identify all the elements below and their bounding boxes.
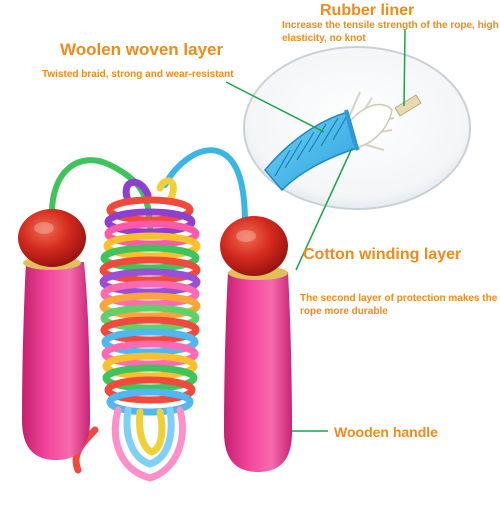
wooden-handle-title: Wooden handle bbox=[334, 424, 438, 440]
right-handle bbox=[220, 216, 292, 472]
cotton-layer-description: The second layer of protection makes the… bbox=[300, 293, 498, 317]
rubber-liner-title: Rubber liner bbox=[320, 2, 415, 19]
rubber-liner-description: Increase the tensile strength of the rop… bbox=[282, 20, 499, 44]
woolen-layer-description: Twisted braid, strong and wear-resistant bbox=[42, 69, 234, 80]
coiled-rope bbox=[72, 177, 201, 482]
left-handle bbox=[18, 209, 90, 460]
woolen-layer-title: Woolen woven layer bbox=[60, 40, 224, 59]
cotton-layer-title: Cotton winding layer bbox=[303, 246, 462, 263]
rope-cross-section-magnifier bbox=[243, 46, 471, 210]
